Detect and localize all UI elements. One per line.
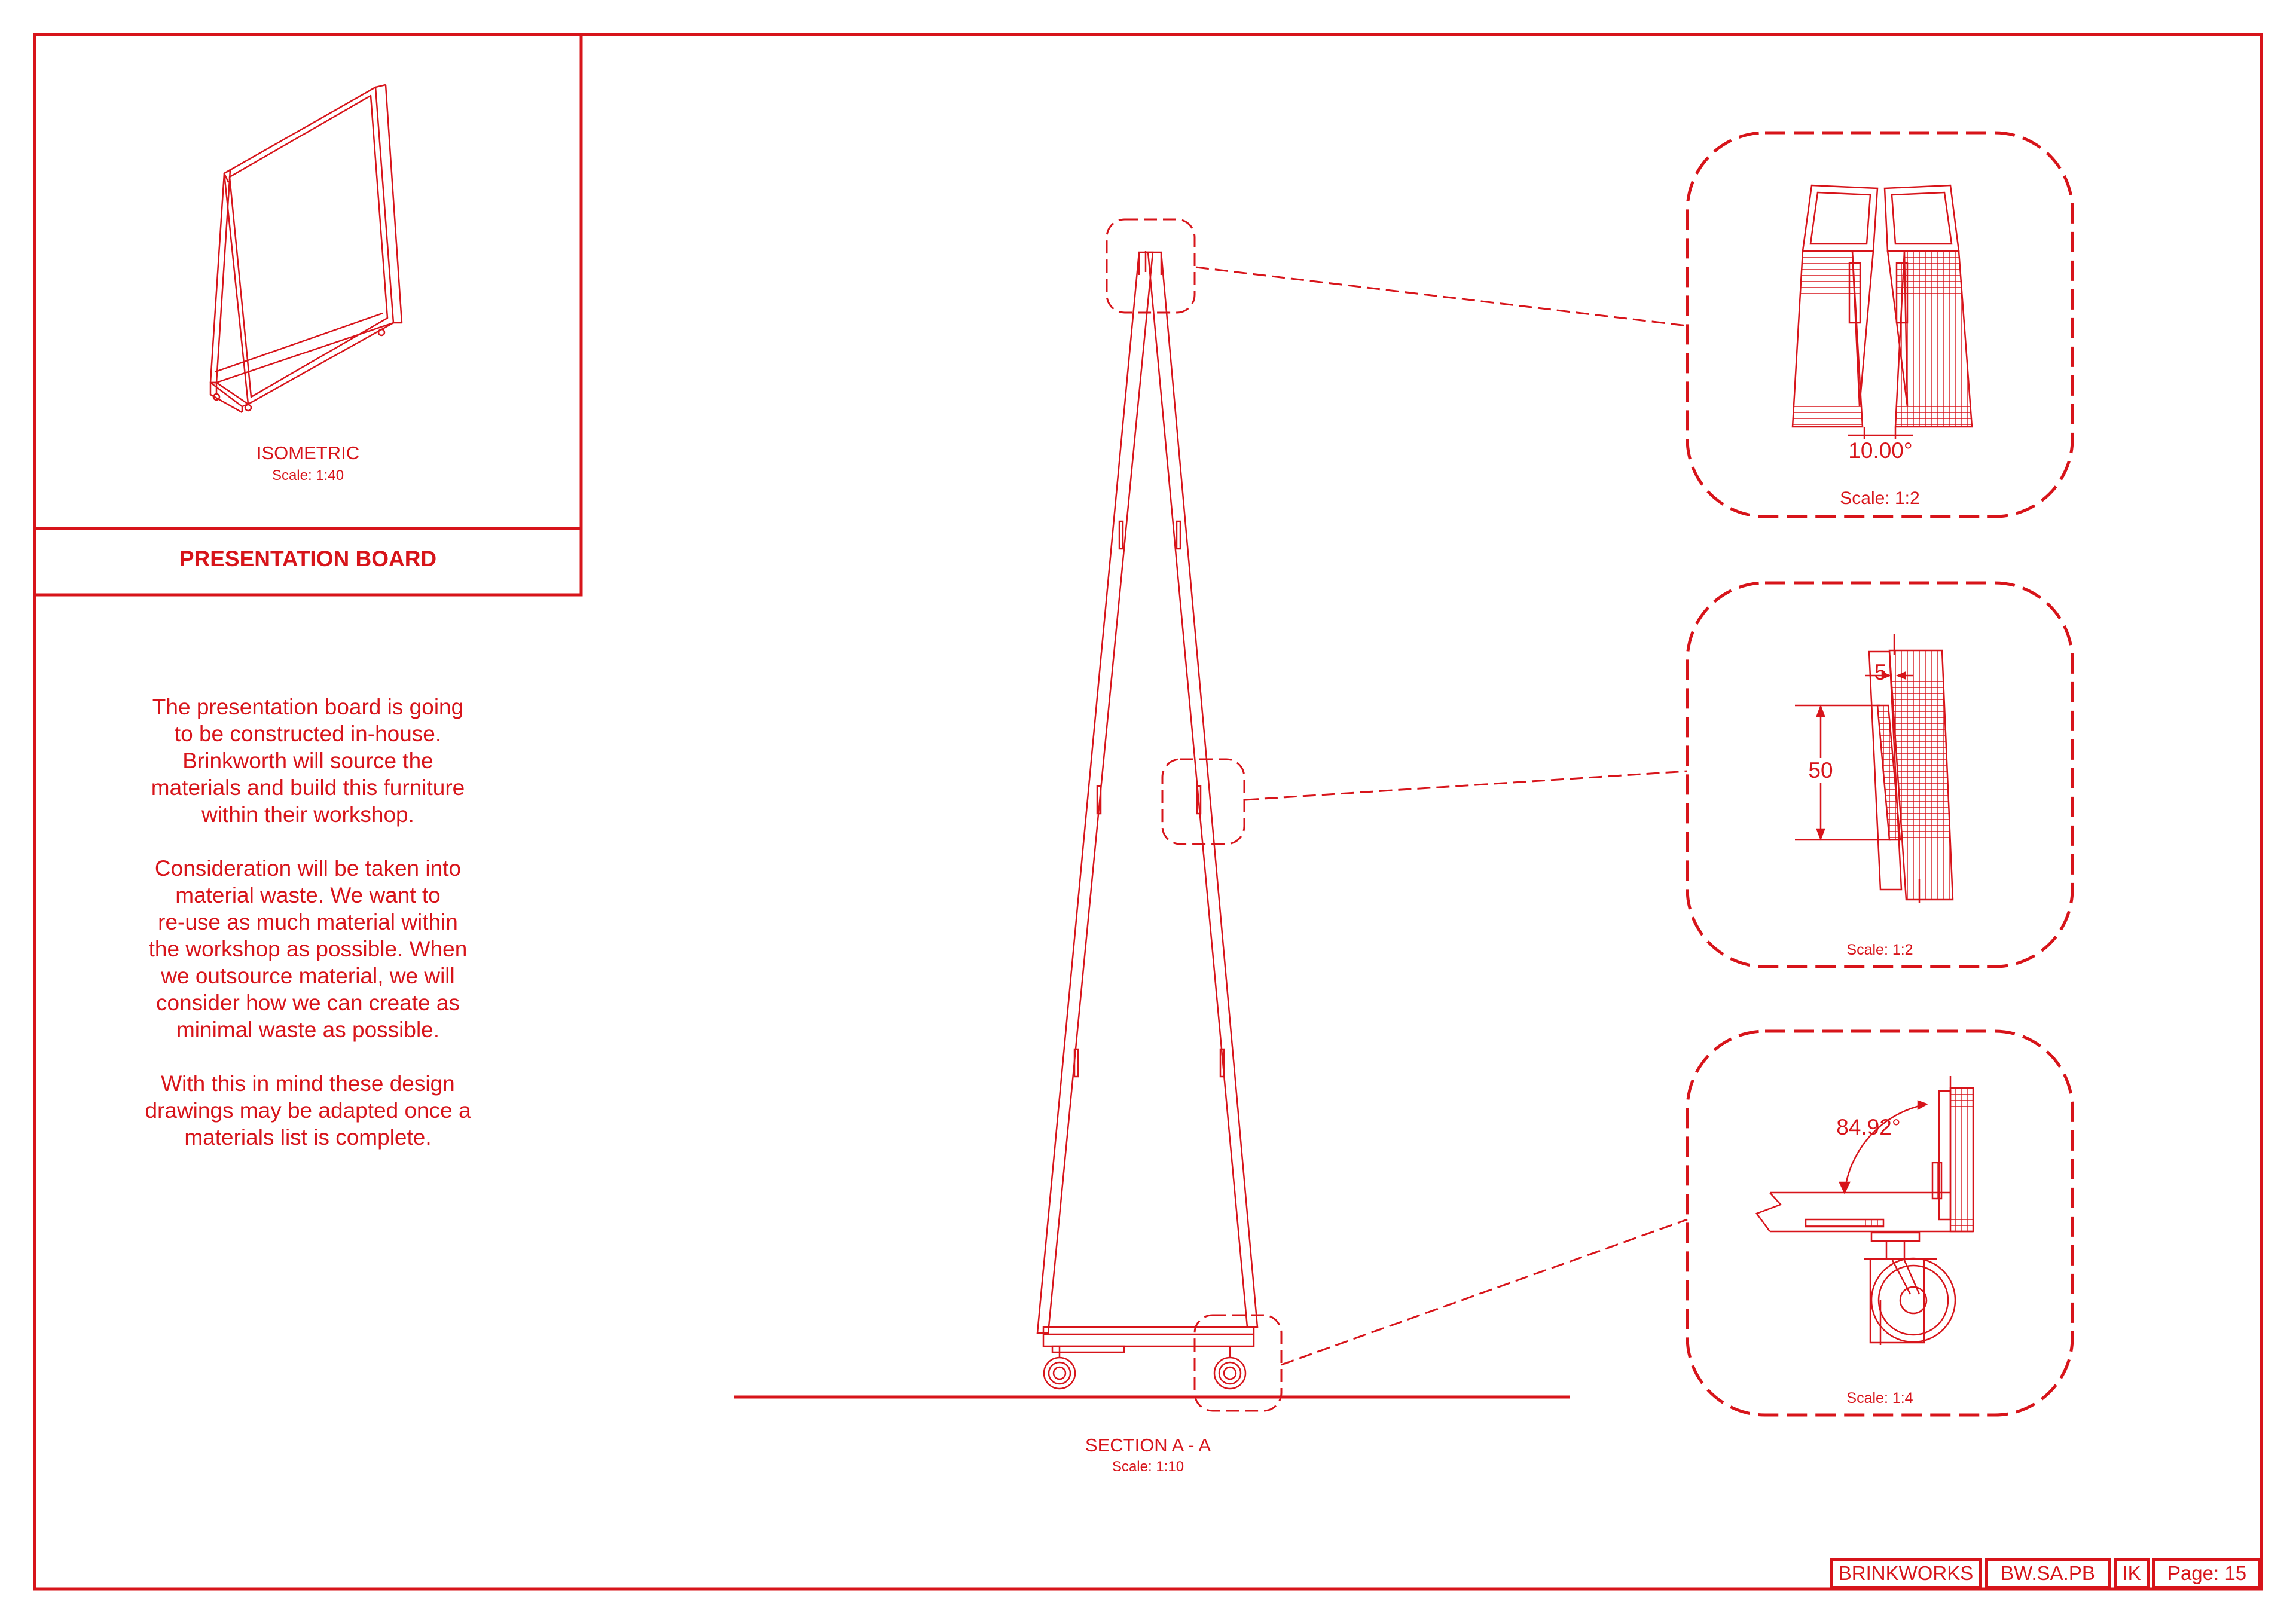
middle-detail-drawing: [1795, 634, 1954, 903]
bottom-detail-angle: 84.92°: [1836, 1115, 1901, 1139]
left-castor: [1043, 1346, 1076, 1390]
top-detail-drawing: [1791, 184, 1973, 439]
top-detail-angle: 10.00°: [1848, 438, 1913, 463]
detail-frames: [1686, 131, 2074, 1417]
isometric-view: [209, 84, 403, 414]
middle-detail-scale: Scale: 1:2: [1846, 942, 1913, 958]
middle-detail-dim-small: 5: [1874, 660, 1887, 684]
footer-company: BRINKWORKS: [1830, 1558, 1982, 1589]
isometric-label: ISOMETRIC: [256, 442, 360, 463]
description-notes: The presentation board is going to be co…: [78, 693, 538, 1178]
footer-initials: IK: [2114, 1558, 2150, 1589]
note-paragraph-2: Consideration will be taken into materia…: [148, 856, 468, 1042]
section-elevation: [1036, 251, 1259, 1390]
top-detail-scale: Scale: 1:2: [1840, 488, 1920, 508]
drawing-title: PRESENTATION BOARD: [179, 546, 437, 571]
isometric-scale: Scale: 1:40: [271, 467, 344, 484]
section-callouts: [1106, 218, 1688, 1412]
bottom-detail-scale: Scale: 1:4: [1846, 1390, 1913, 1407]
section-label: SECTION A - A: [1085, 1435, 1211, 1456]
right-castor: [1213, 1346, 1247, 1390]
footer-code: BW.SA.PB: [1985, 1558, 2111, 1589]
note-paragraph-1: The presentation board is going to be co…: [151, 695, 465, 827]
middle-detail-dim-large: 50: [1803, 758, 1839, 783]
section-scale: Scale: 1:10: [1112, 1459, 1184, 1475]
bottom-detail-drawing: [1755, 1076, 1974, 1345]
sheet-border: [33, 33, 2263, 1591]
strut-marks: [1073, 520, 1225, 1078]
footer-page: Page: 15: [2152, 1558, 2261, 1589]
note-paragraph-3: With this in mind these design drawings …: [145, 1071, 471, 1150]
